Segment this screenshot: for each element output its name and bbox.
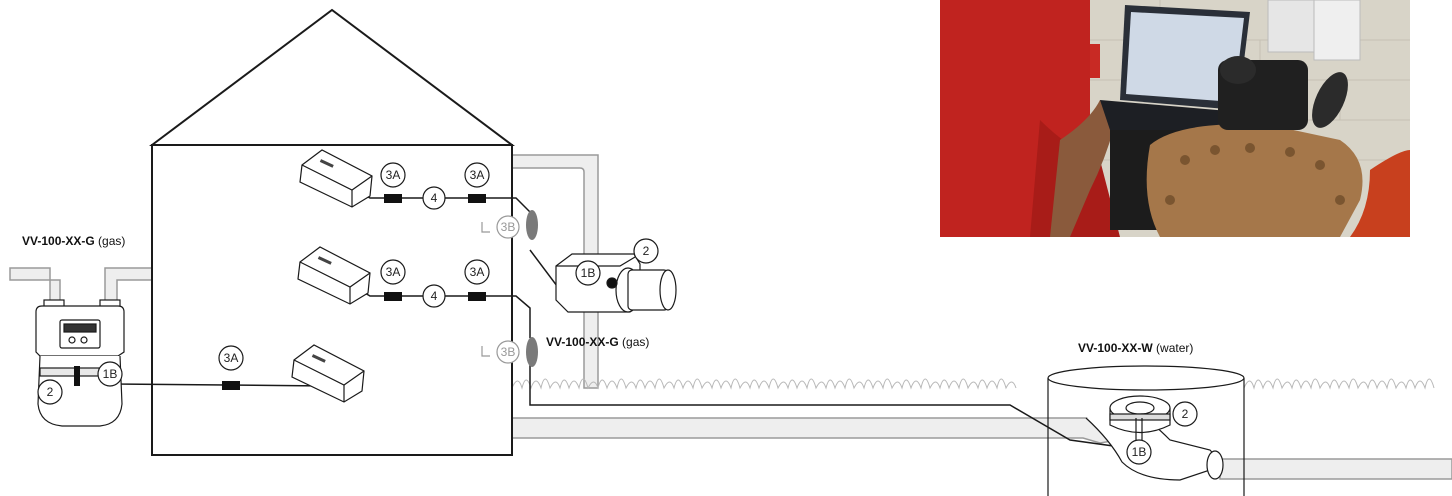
connector-3b-mid: [526, 337, 538, 367]
svg-text:2: 2: [643, 244, 650, 258]
svg-text:3A: 3A: [224, 351, 239, 365]
badge-left-1b: 1B: [97, 361, 123, 387]
photo-red-valve: [1350, 150, 1410, 237]
svg-text:1B: 1B: [103, 367, 118, 381]
sensor-box-top: [299, 149, 373, 208]
connector-arrows: [481, 222, 490, 357]
badge-top-3a-1: 3A: [380, 162, 406, 188]
water-vault: [1047, 365, 1245, 496]
splice-top-a: [384, 194, 402, 203]
svg-text:3A: 3A: [470, 265, 485, 279]
water-pipe: [511, 417, 1452, 480]
svg-text:3A: 3A: [386, 265, 401, 279]
photo-wall-box-1: [1267, 0, 1315, 53]
photo-wall-box-2: [1313, 0, 1361, 61]
badge-center-1b: 1B: [575, 260, 601, 286]
svg-text:4: 4: [431, 191, 438, 205]
label-water: VV-100-XX-W (water): [1078, 341, 1193, 355]
house-roof: [149, 8, 515, 146]
badge-low-3a: 3A: [218, 345, 244, 371]
svg-text:1B: 1B: [581, 266, 596, 280]
gas-pipe-left: [9, 267, 153, 305]
gas-meter-center: [555, 253, 677, 313]
photo-valve: [1146, 124, 1363, 237]
badge-mid-3b: 3B: [496, 340, 520, 364]
badge-left-2: 2: [37, 379, 63, 405]
svg-text:1B: 1B: [1132, 445, 1147, 459]
photo-inset: [940, 0, 1410, 237]
splice-low: [222, 381, 240, 390]
badge-water-1b: 1B: [1126, 439, 1152, 465]
svg-text:3A: 3A: [386, 168, 401, 182]
connector-3b-top: [526, 210, 538, 240]
label-gas-center: VV-100-XX-G (gas): [546, 335, 649, 349]
badge-water-2: 2: [1172, 401, 1198, 427]
splice-mid-b: [468, 292, 486, 301]
svg-text:3B: 3B: [501, 345, 516, 359]
svg-text:2: 2: [1182, 407, 1189, 421]
svg-text:4: 4: [431, 289, 438, 303]
badge-mid-3a-2: 3A: [464, 259, 490, 285]
label-gas-left: VV-100-XX-G (gas): [22, 234, 125, 248]
photo-arm: [1050, 100, 1118, 237]
badge-mid-repeater: 4: [422, 284, 446, 308]
svg-text:2: 2: [47, 385, 54, 399]
cable-splices: [222, 194, 486, 390]
sensor-box-mid: [297, 246, 371, 305]
badge-top-3a-2: 3A: [464, 162, 490, 188]
sensor-box-low: [291, 344, 365, 403]
water-meter: [1085, 395, 1224, 481]
splice-mid-a: [384, 292, 402, 301]
grass-line-right: [1243, 378, 1435, 390]
badge-mid-3a-1: 3A: [380, 259, 406, 285]
badge-center-2: 2: [633, 238, 659, 264]
badge-top-repeater: 4: [422, 186, 446, 210]
svg-text:3B: 3B: [501, 220, 516, 234]
splice-top-b: [468, 194, 486, 203]
grass-line-left: [511, 378, 1017, 390]
badge-top-3b: 3B: [496, 215, 520, 239]
svg-text:3A: 3A: [470, 168, 485, 182]
